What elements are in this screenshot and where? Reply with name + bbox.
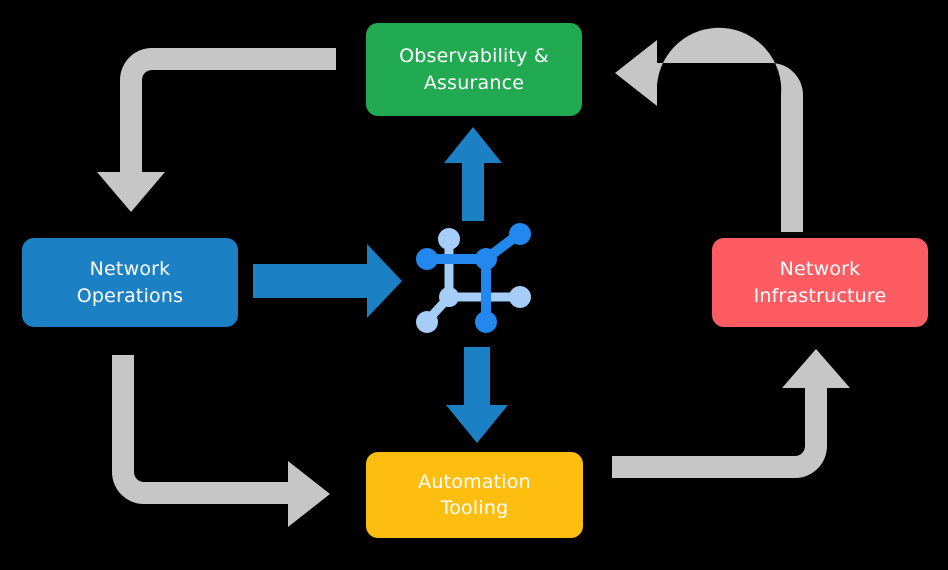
node-box-observability[interactable]: Observability & Assurance	[366, 23, 582, 116]
node-label-observability: Observability & Assurance	[399, 45, 549, 94]
node-box-network-infrastructure[interactable]: Network Infrastructure	[712, 238, 928, 327]
node-box-automation-tooling[interactable]: Automation Tooling	[366, 452, 583, 538]
node-hub-dark	[475, 248, 497, 270]
network-topology-icon	[416, 223, 531, 333]
node-label-network-operations: Network Operations	[76, 258, 184, 307]
node-grid-light	[439, 287, 459, 307]
node-topright-dark	[509, 223, 531, 245]
gray-elbow-arrow-bottom-left	[112, 355, 330, 527]
node-bottom-dark	[475, 311, 497, 333]
blue-arrow-down	[446, 347, 508, 443]
gray-elbow-arrow-bottom-right	[612, 349, 850, 478]
node-box-network-operations[interactable]: Network Operations	[22, 238, 238, 327]
node-top-light	[438, 228, 460, 250]
node-right-light	[509, 286, 531, 308]
node-label-network-infrastructure: Network Infrastructure	[753, 258, 887, 307]
gray-elbow-arrow-top-left	[97, 48, 336, 212]
node-left-dark	[416, 248, 438, 270]
blue-arrow-up	[444, 127, 502, 221]
blue-arrow-right	[253, 244, 402, 318]
node-label-automation-tooling: Automation Tooling	[418, 470, 531, 519]
gray-elbow-arrow-top-right	[615, 27, 803, 233]
node-bottomleft-light	[416, 311, 438, 333]
